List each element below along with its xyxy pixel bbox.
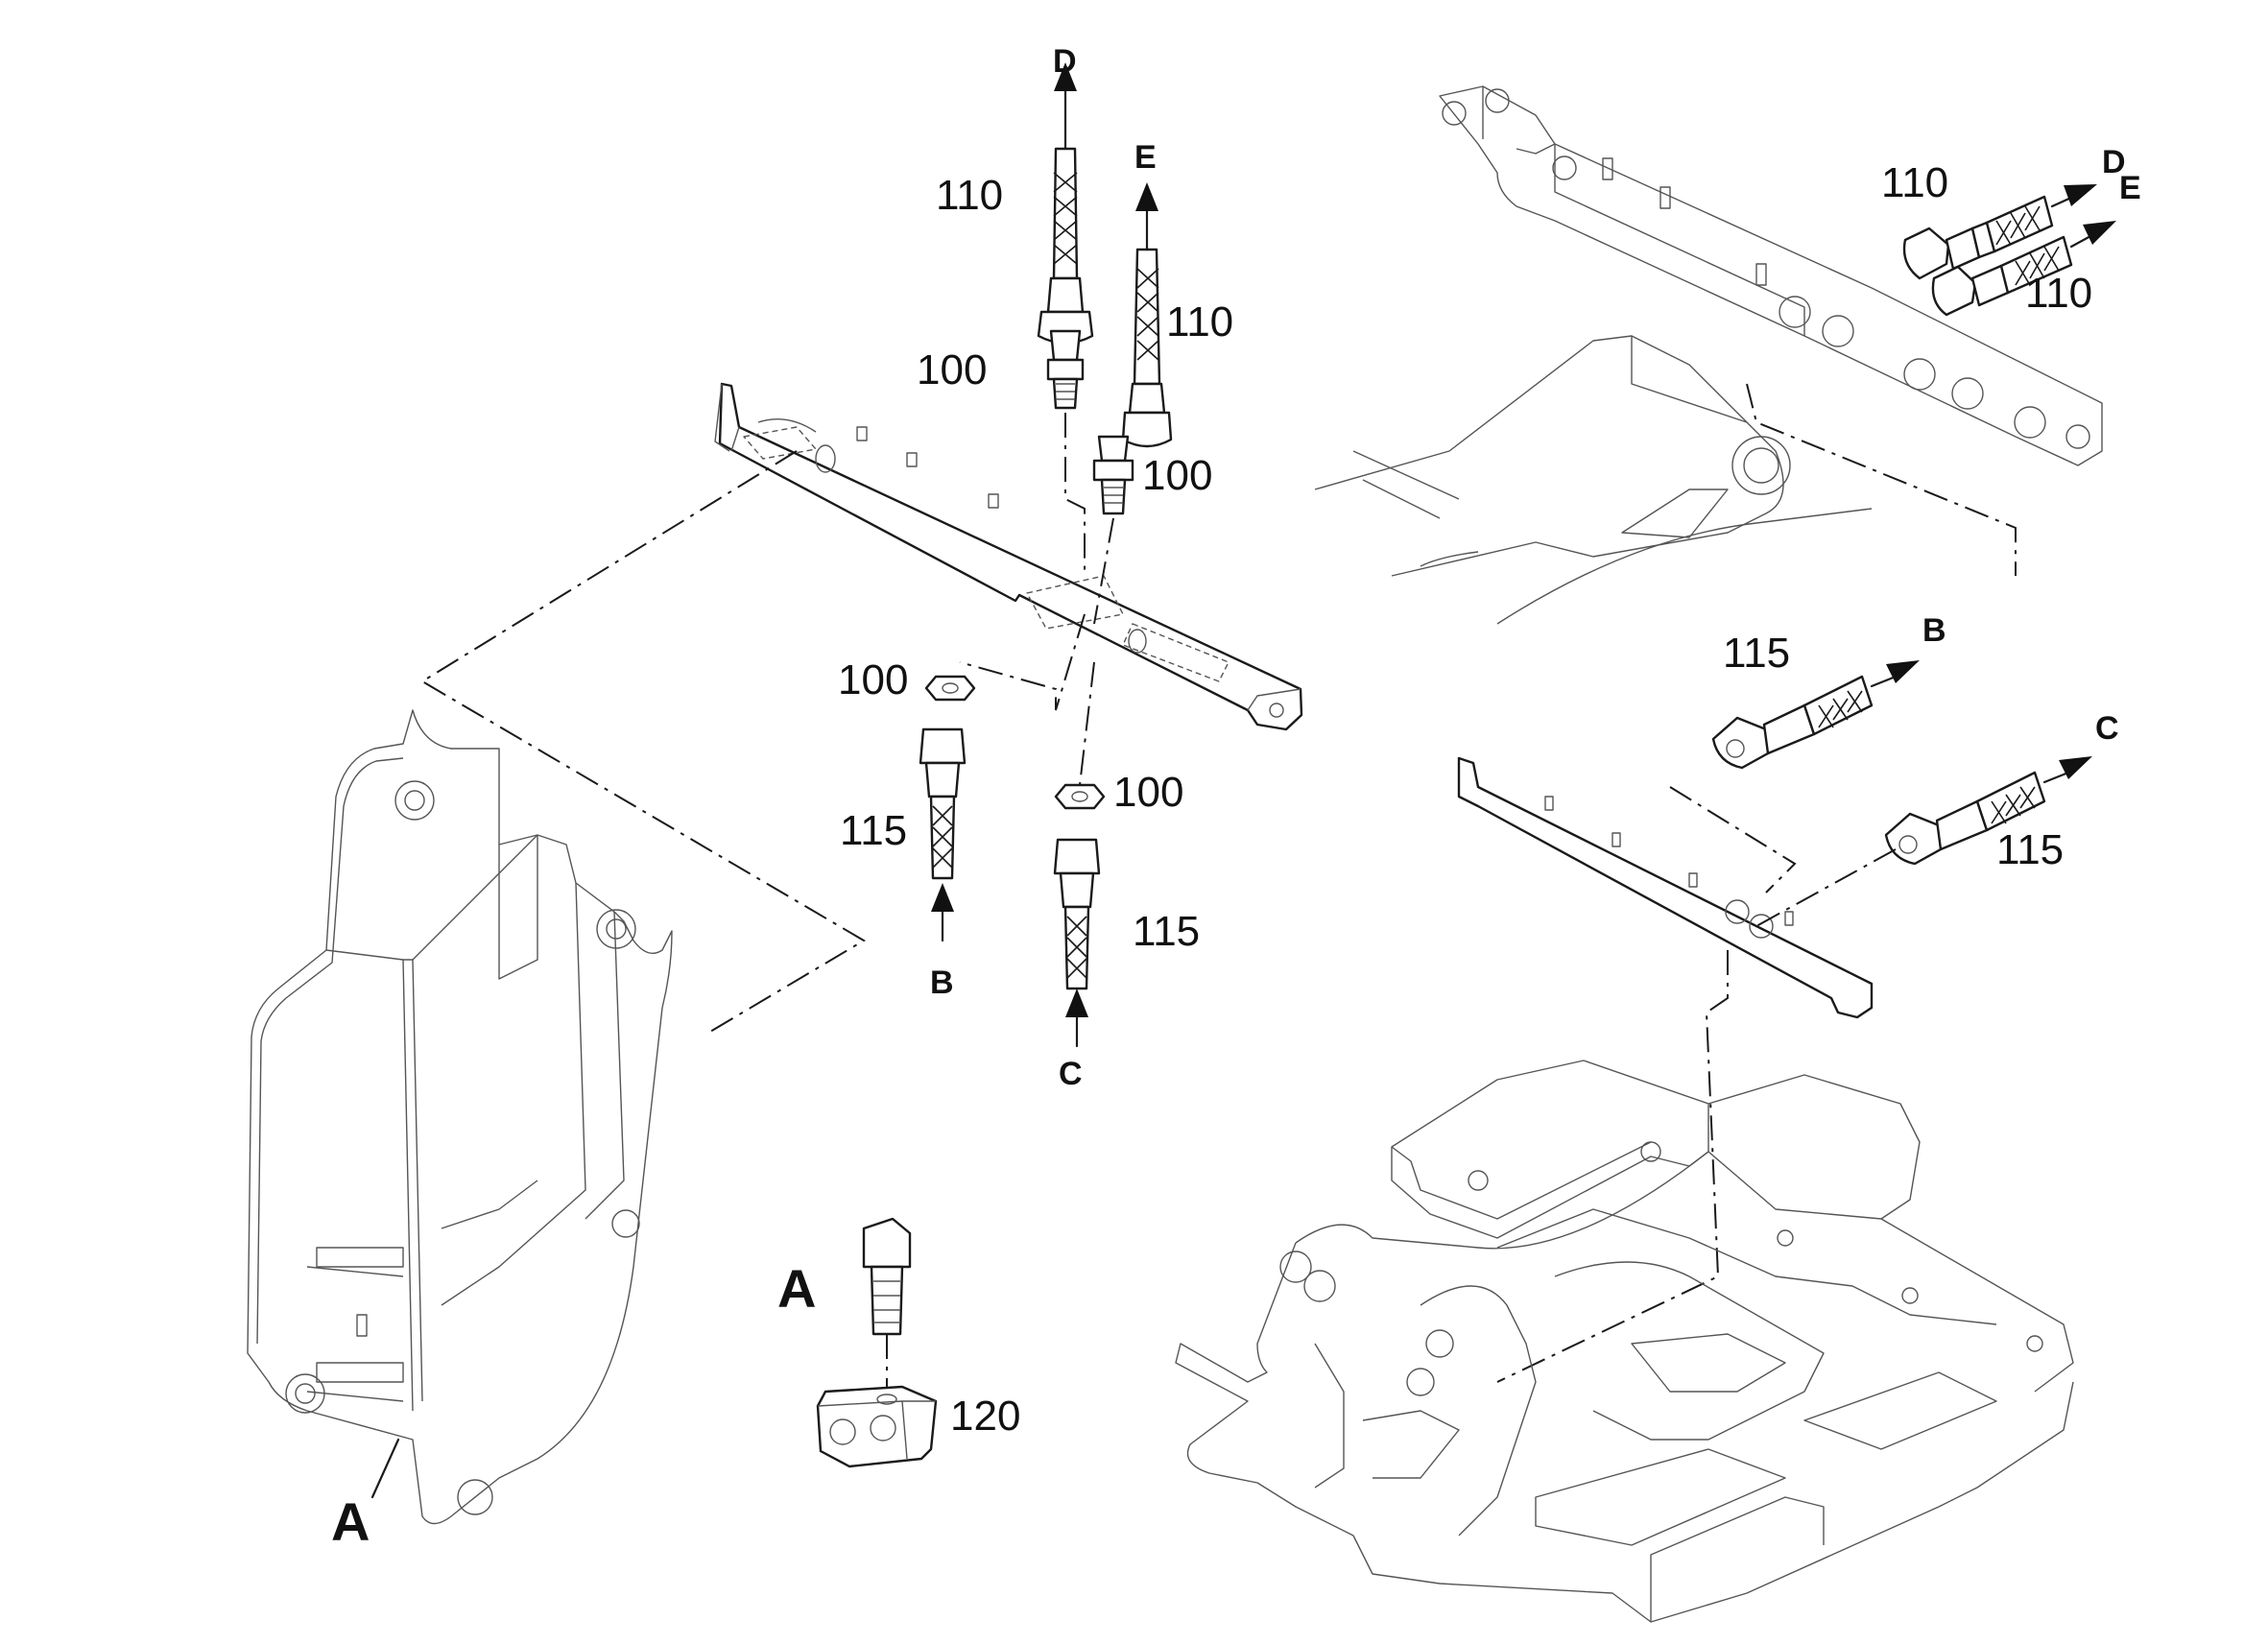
- upper-frame-drawing: [1175, 1060, 2074, 1623]
- conn-c-label-right: C: [2095, 710, 2119, 747]
- part-115-label-b: 115: [1133, 908, 1200, 955]
- conn-d-label-center: D: [1053, 43, 1077, 80]
- conn-c-label-center: C: [1059, 1056, 1083, 1092]
- part-115-label-d: 115: [1996, 826, 2064, 873]
- part-115-label-a: 115: [840, 807, 907, 854]
- part-100-label-c: 100: [838, 656, 908, 703]
- part-100-label-d: 100: [1113, 769, 1183, 816]
- hose-110-d-right: [1902, 184, 2097, 280]
- part-110-label-d: 110: [2025, 270, 2092, 317]
- conn-d-label-right: D: [2102, 144, 2126, 180]
- swing-bracket-drawing: [247, 709, 673, 1525]
- part-100-label-a: 100: [917, 346, 987, 393]
- nut-100-c: [924, 675, 976, 702]
- small-bracket-drawing: [1457, 756, 1874, 1019]
- view-a-label-bracket: A: [331, 1491, 370, 1552]
- conn-e-label-center: E: [1134, 139, 1157, 176]
- part-110-label-b: 110: [1166, 298, 1233, 345]
- hose-110-e-right: [1931, 221, 2116, 317]
- hose-110-d-center: [1037, 62, 1094, 345]
- center-bracket-drawing: [714, 382, 1303, 731]
- clamp-detail-a: [816, 1217, 938, 1468]
- part-115-label-c: 115: [1723, 630, 1790, 677]
- nut-100-d: [1054, 783, 1106, 810]
- fitting-100-a: [1046, 329, 1085, 410]
- conn-b-label-right: B: [1922, 612, 1946, 649]
- hose-115-c-right: [1884, 756, 2092, 866]
- boom-assembly-drawing: [1314, 85, 2103, 625]
- hose-115-b-right: [1711, 660, 1920, 770]
- hose-110-e-center: [1121, 182, 1173, 448]
- view-a-label-clamp: A: [777, 1258, 816, 1319]
- fitting-100-b: [1092, 435, 1134, 515]
- part-110-label-a: 110: [936, 172, 1003, 219]
- part-110-label-c: 110: [1881, 159, 1948, 206]
- conn-e-label-right: E: [2119, 170, 2141, 206]
- part-100-label-b: 100: [1142, 452, 1212, 499]
- part-120-label: 120: [950, 1393, 1020, 1440]
- conn-b-label-center: B: [930, 965, 954, 1001]
- hose-115-b-center: [919, 727, 967, 942]
- hose-115-c-center: [1053, 838, 1101, 1048]
